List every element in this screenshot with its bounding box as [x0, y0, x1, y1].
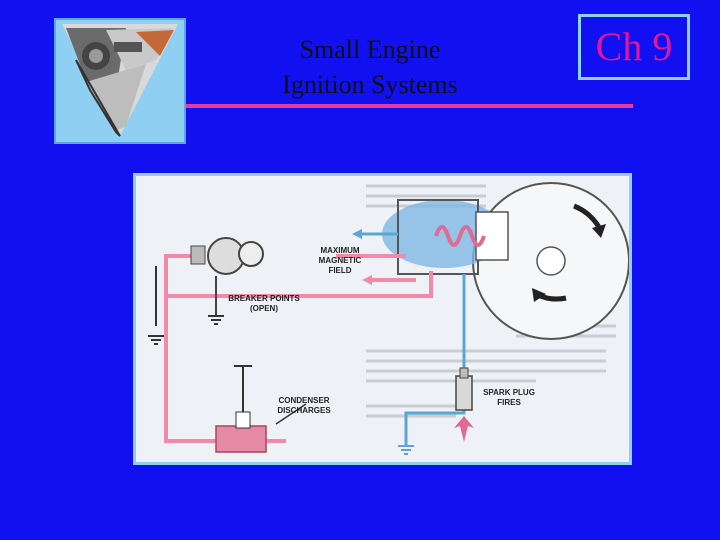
coil [434, 225, 486, 247]
chapter-label: Ch 9 [595, 24, 673, 69]
switch-ground [148, 335, 164, 345]
engine-illustration [56, 20, 184, 142]
label-condenser-1: CONDENSER [278, 396, 330, 405]
spark-ground [398, 445, 414, 455]
spark-flash [454, 416, 474, 442]
title-line-2: Ignition Systems [282, 70, 458, 99]
label-spark-plug: SPARK PLUG FIRES [474, 388, 544, 408]
engine-photo [54, 18, 186, 144]
label-max-3: FIELD [328, 266, 352, 275]
ignition-circuit-drawing [148, 182, 629, 455]
title-underline [186, 104, 633, 108]
label-max-2: MAGNETIC [318, 256, 362, 265]
breaker-ground [208, 315, 224, 325]
label-breaker-2: (OPEN) [250, 304, 278, 313]
spark-plug [455, 375, 473, 411]
primary-circuit [164, 254, 433, 443]
label-breaker-1: BREAKER POINTS [228, 294, 300, 303]
label-max-1: MAXIMUM [320, 246, 360, 255]
ignition-diagram: MAXIMUM MAGNETIC FIELD BREAKER POINTS (O… [133, 173, 632, 465]
slide-title: Small Engine Ignition Systems [250, 32, 490, 102]
label-spark-1: SPARK PLUG [483, 388, 535, 397]
magnetic-field-shape [382, 200, 506, 268]
secondary-circuit [356, 232, 466, 446]
label-spark-2: FIRES [497, 398, 521, 407]
label-breaker-points: BREAKER POINTS (OPEN) [214, 294, 314, 314]
breaker-contact [190, 245, 206, 265]
label-maximum-magnetic-field: MAXIMUM MAGNETIC FIELD [304, 246, 376, 276]
title-line-1: Small Engine [299, 35, 441, 64]
magnet [475, 211, 509, 261]
label-condenser: CONDENSER DISCHARGES [264, 396, 344, 416]
label-condenser-2: DISCHARGES [277, 406, 331, 415]
chapter-badge: Ch 9 [578, 14, 690, 80]
condenser [215, 425, 267, 453]
flywheel-hub [536, 246, 566, 276]
